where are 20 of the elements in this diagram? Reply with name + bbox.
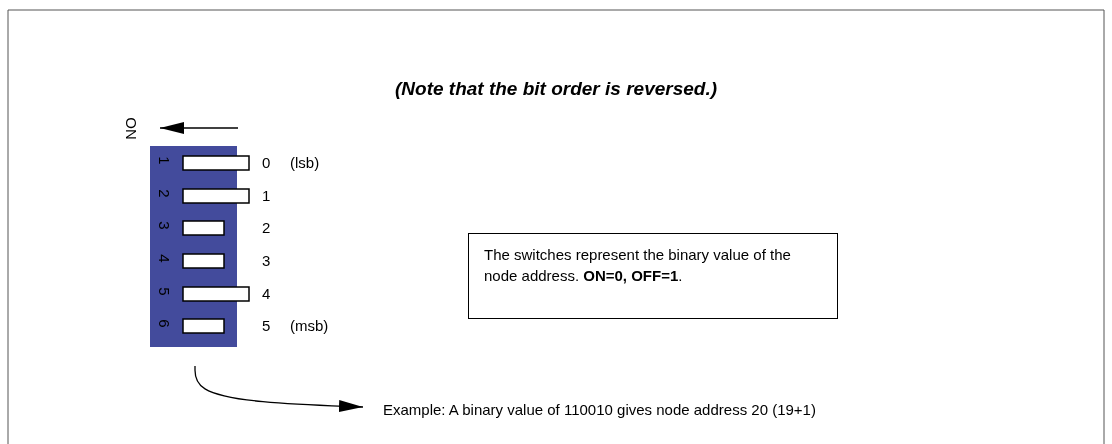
bit-number: 3 [262,253,271,268]
switch-number: 4 [156,254,172,263]
example-text: Example: A binary value of 110010 gives node address 20 (19+1) [383,400,816,420]
note-box [468,233,838,319]
bit-number: 1 [262,188,271,203]
bit-note: (lsb) [290,155,320,170]
switch-number: 6 [156,319,172,328]
switch-number: 1 [156,156,172,165]
switch-number: 3 [156,221,172,230]
bit-number: 5 [262,318,271,333]
switch-on-label: ON [123,117,139,140]
curved-arrow [194,365,364,413]
bit-number: 4 [262,286,271,301]
switch-number: 2 [156,189,172,198]
bit-number: 2 [262,220,271,235]
note-title: (Note that the bit order is reversed.) [395,79,717,98]
note-text: The switches represent the binary value of the node address. ON=0, OFF=1. [484,245,792,286]
switch-number: 5 [156,287,172,296]
bit-note: (msb) [290,318,329,333]
bit-number: 0 [262,155,271,170]
